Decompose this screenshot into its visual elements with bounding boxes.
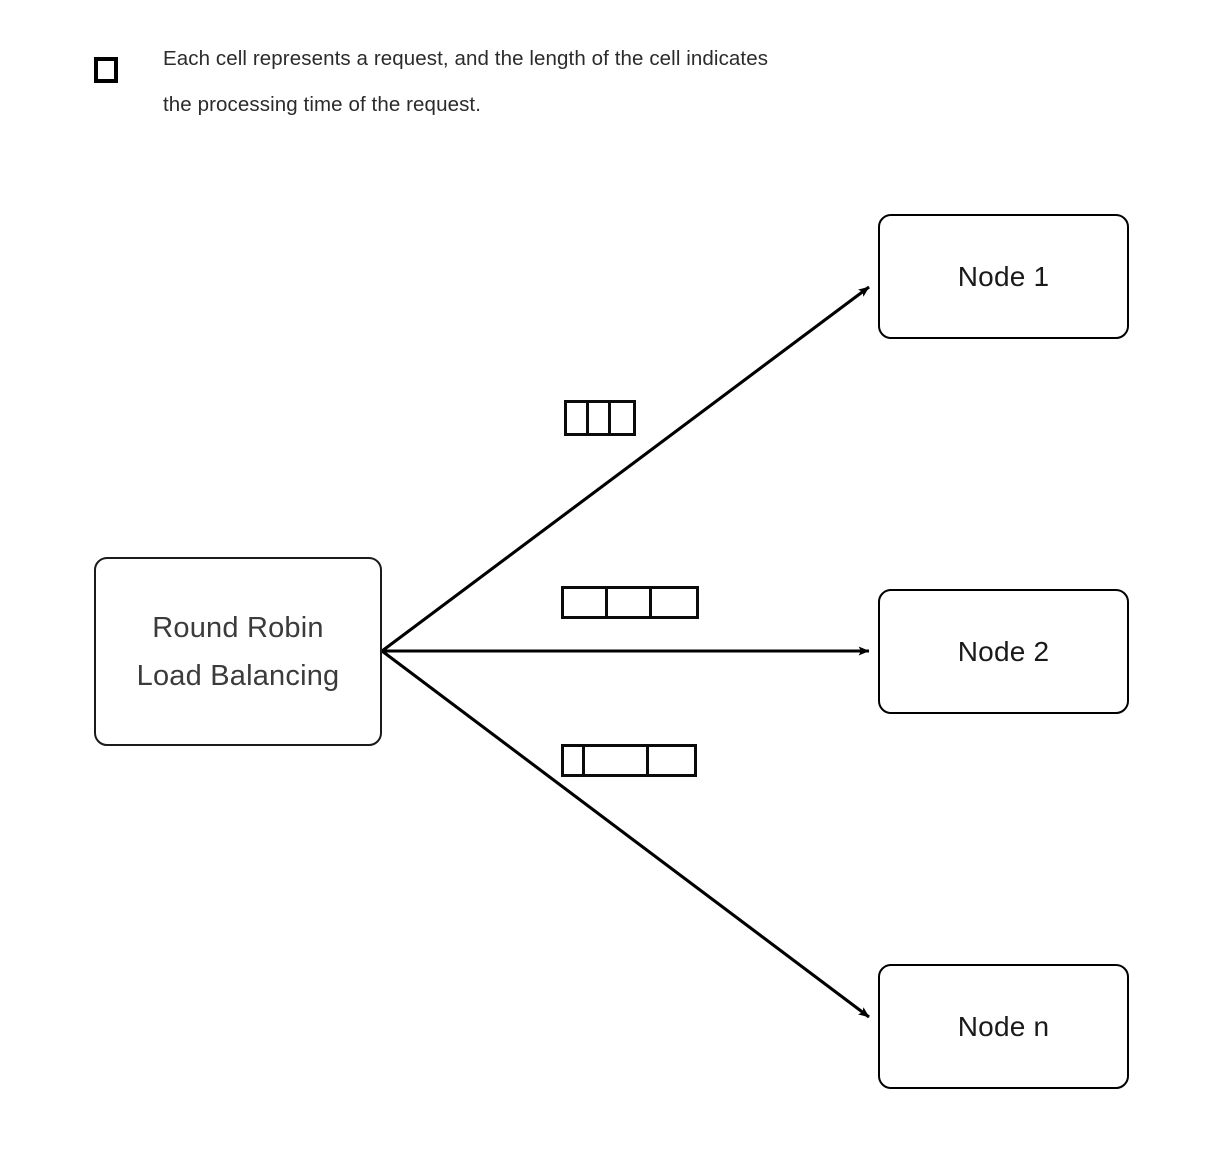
request-queue-node-1 bbox=[564, 400, 636, 436]
request-queue-node-2 bbox=[561, 586, 699, 619]
node-box-node-1[interactable]: Node 1 bbox=[878, 214, 1129, 339]
request-cell bbox=[564, 589, 608, 616]
load-balancer-box[interactable]: Round Robin Load Balancing bbox=[94, 557, 382, 746]
request-cell bbox=[567, 403, 589, 433]
connector-to-node-n bbox=[381, 649, 870, 1019]
node-label-node-1: Node 1 bbox=[957, 260, 1050, 292]
request-cell bbox=[652, 589, 696, 616]
legend: Each cell represents a request, and the … bbox=[88, 36, 988, 126]
request-cell bbox=[611, 403, 633, 433]
node-label-node-2: Node 2 bbox=[957, 635, 1050, 667]
request-cell bbox=[649, 747, 694, 774]
square-outline-icon bbox=[94, 57, 118, 83]
request-cell bbox=[589, 403, 611, 433]
legend-text: Each cell represents a request, and the … bbox=[163, 47, 769, 116]
request-queue-node-n bbox=[561, 744, 697, 777]
connector-to-node-1 bbox=[381, 285, 870, 653]
node-box-node-n[interactable]: Node n bbox=[878, 964, 1129, 1089]
load-balancer-label: Round Robin Load Balancing bbox=[136, 611, 340, 692]
request-cell bbox=[608, 589, 652, 616]
node-label-node-n: Node n bbox=[957, 1010, 1050, 1042]
request-cell bbox=[585, 747, 649, 774]
request-cell bbox=[564, 747, 585, 774]
node-box-node-2[interactable]: Node 2 bbox=[878, 589, 1129, 714]
